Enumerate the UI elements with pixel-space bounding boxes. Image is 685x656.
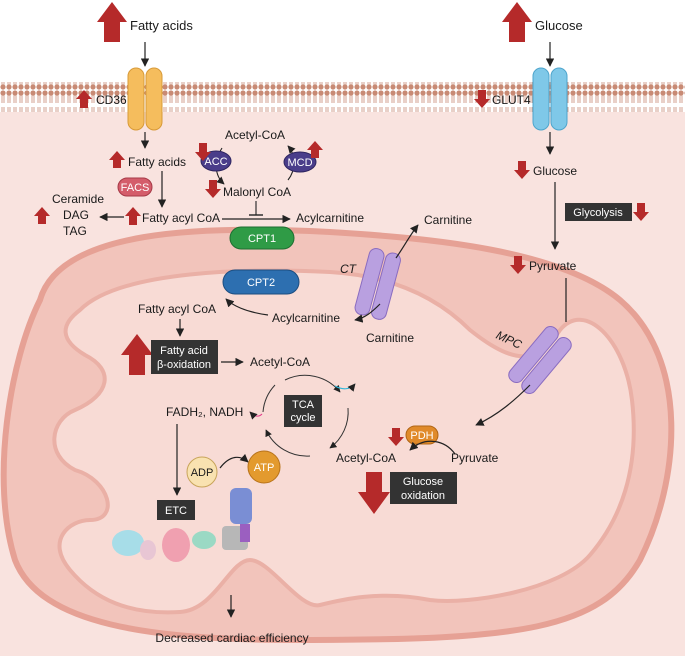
- glucose-cyto-label: Glucose: [533, 164, 577, 178]
- cd36-label: CD36: [96, 93, 127, 107]
- adp-badge: ADP: [186, 456, 218, 488]
- arrow-acylcarn-to-facoa: [225, 298, 269, 316]
- fatty-acyl-coa-mito-label: Fatty acyl CoA: [138, 302, 216, 316]
- pdh-label: PDH: [410, 430, 433, 442]
- glycolysis-box: Glycolysis: [565, 203, 632, 221]
- adp-label: ADP: [191, 467, 214, 479]
- nadh-arrow: [249, 411, 263, 420]
- mpc-transporter: [508, 326, 572, 394]
- beta-ox-line2: β-oxidation: [157, 359, 211, 371]
- tca-cycle-box: TCA cycle: [284, 395, 322, 427]
- arrow-down-glycolysis-icon: [633, 203, 649, 221]
- ceramide-label: Ceramide: [52, 192, 104, 206]
- tag-label: TAG: [63, 224, 87, 238]
- arrow-up-lipids-icon: [34, 207, 50, 224]
- cpt1-badge: CPT1: [229, 226, 295, 250]
- arrow-down-pdh-icon: [388, 428, 404, 446]
- arrow-up-fatty-acids-icon: [97, 2, 127, 42]
- glucose-oxidation-box: Glucose oxidation: [390, 472, 457, 504]
- arrow-acylcarn-in: [354, 303, 381, 323]
- tca-cycle-ring: [262, 374, 349, 457]
- glucose-ox-line2: oxidation: [401, 490, 445, 502]
- arrow-down-glucose-ox-icon: [358, 472, 390, 514]
- etc-label: ETC: [165, 505, 187, 517]
- glycolysis-label: Glycolysis: [573, 207, 623, 219]
- fatty-acids-top-label: Fatty acids: [130, 18, 193, 33]
- arrow-down-pyruvate-icon: [510, 256, 526, 274]
- tca-line2: cycle: [290, 412, 315, 424]
- glucose-ox-line1: Glucose: [403, 476, 443, 488]
- arrow-carnitine-out: [395, 224, 419, 259]
- fadh-nadh-label: FADH₂, NADH: [166, 405, 243, 419]
- glut4-transporter: [532, 67, 568, 131]
- arrow-up-glucose-icon: [502, 2, 532, 42]
- ct-label: CT: [340, 262, 358, 276]
- arrow-up-fa-cyto-icon: [109, 151, 125, 168]
- pdh-badge: PDH: [405, 425, 439, 445]
- etc-complexes: [112, 488, 252, 562]
- facs-badge: FACS: [117, 177, 153, 197]
- etc-box: ETC: [157, 500, 195, 520]
- facs-label: FACS: [121, 182, 150, 194]
- arrow-mpc-to-pyruvate: [475, 384, 531, 426]
- acc-label: ACC: [204, 156, 227, 168]
- beta-oxidation-box: Fatty acid β-oxidation: [151, 340, 218, 374]
- carnitine-top-label: Carnitine: [424, 213, 472, 227]
- fa-transporter: [127, 67, 163, 131]
- glut4-label: GLUT4: [492, 93, 531, 107]
- atp-label: ATP: [254, 462, 275, 474]
- arrow-adp-to-atp: [219, 453, 249, 469]
- pyruvate-mito-label: Pyruvate: [451, 451, 499, 465]
- acetyl-coa-right-label: Acetyl-CoA: [336, 451, 396, 465]
- acylcarnitine-cyto-label: Acylcarnitine: [296, 211, 364, 225]
- co2-arrow: [334, 383, 356, 392]
- cpt2-badge: CPT2: [222, 269, 300, 295]
- acc-badge: ACC: [200, 150, 232, 172]
- arrow-pyruvate-to-acetyl: [409, 440, 456, 455]
- arrow-up-mcd-icon: [307, 141, 323, 158]
- fatty-acyl-coa-cyto-label: Fatty acyl CoA: [142, 211, 220, 225]
- acetyl-coa-mito-label: Acetyl-CoA: [250, 355, 310, 369]
- carnitine-bottom-label: Carnitine: [366, 331, 414, 345]
- arrow-down-acc-icon: [195, 143, 211, 161]
- pyruvate-cyto-label: Pyruvate: [529, 259, 577, 273]
- acetyl-coa-top-label: Acetyl-CoA: [225, 128, 285, 142]
- arrow-down-malonyl-icon: [205, 180, 221, 198]
- cpt1-label: CPT1: [248, 233, 276, 245]
- outcome-label: Decreased cardiac efficiency: [155, 631, 308, 645]
- arrow-up-facoa-icon: [125, 207, 141, 225]
- dag-label: DAG: [63, 208, 89, 222]
- arrow-up-cd36-icon: [76, 90, 92, 108]
- tca-line1: TCA: [292, 399, 315, 411]
- malonyl-coa-label: Malonyl CoA: [223, 185, 291, 199]
- mcd-label: MCD: [287, 157, 312, 169]
- fatty-acids-cyto-label: Fatty acids: [128, 155, 186, 169]
- ct-transporter: [354, 248, 401, 320]
- beta-ox-line1: Fatty acid: [160, 345, 208, 357]
- mcd-badge: MCD: [283, 151, 317, 173]
- acylcarnitine-mito-label: Acylcarnitine: [272, 311, 340, 325]
- arrow-down-glut4-icon: [474, 90, 490, 108]
- atp-badge: ATP: [247, 450, 281, 484]
- glucose-top-label: Glucose: [535, 18, 583, 33]
- plasma-membrane: [0, 82, 685, 112]
- arrow-up-betaox-icon: [121, 334, 153, 375]
- cpt2-label: CPT2: [247, 277, 275, 289]
- arrow-down-glucose-icon: [514, 161, 530, 179]
